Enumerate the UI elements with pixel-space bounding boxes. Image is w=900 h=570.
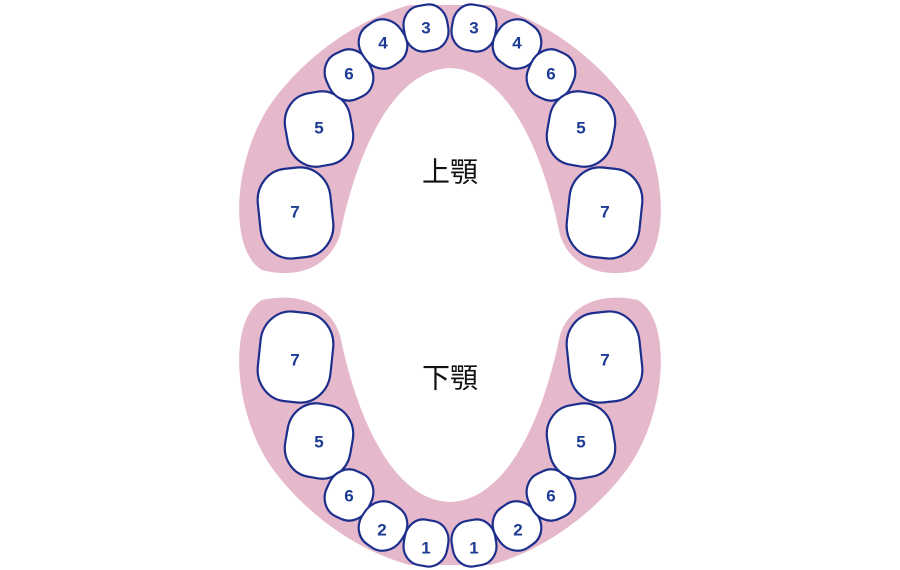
upper-tooth-left-4: 4 [357,18,409,70]
upper-tooth-right-6: 6 [525,48,577,102]
lower-tooth-left-2: 2 [357,500,409,552]
lower-jaw-label: 下顎 [422,362,478,395]
upper-tooth-right-5: 5 [545,90,617,168]
lower-tooth-left-5: 5 [283,402,355,480]
upper-tooth-right-3: 3 [450,3,498,53]
lower-tooth-right-7: 7 [565,310,644,404]
lower-tooth-right-6-crown [525,468,577,522]
upper-tooth-right-6-crown [525,48,577,102]
lower-tooth-left-7: 7 [256,310,335,404]
upper-tooth-left-3: 3 [402,3,450,53]
lower-tooth-left-5-number: 5 [314,433,323,452]
lower-tooth-left-6-number: 6 [344,487,353,506]
lower-tooth-right-5-number: 5 [576,433,585,452]
upper-tooth-left-5-crown [283,90,355,168]
lower-tooth-left-2-crown [357,500,409,552]
upper-tooth-right-7: 7 [565,166,644,260]
lower-tooth-left-1: 1 [402,518,450,568]
upper-tooth-right-3-crown [450,3,498,53]
lower-tooth-left-2-number: 2 [377,521,386,540]
upper-tooth-left-6: 6 [323,48,375,102]
upper-tooth-right-7-crown [565,166,644,260]
lower-tooth-right-1-crown [450,518,498,568]
upper-tooth-left-5: 5 [283,90,355,168]
upper-tooth-left-3-number: 3 [421,19,430,38]
lower-tooth-right-2-number: 2 [513,521,522,540]
lower-tooth-left-7-number: 7 [290,351,299,370]
lower-tooth-right-5-crown [545,402,617,480]
lower-tooth-left-1-crown [402,518,450,568]
upper-tooth-left-4-crown [357,18,409,70]
lower-tooth-left-6: 6 [323,468,375,522]
upper-tooth-left-3-crown [402,3,450,53]
lower-tooth-left-1-number: 1 [421,539,430,558]
upper-tooth-right-5-number: 5 [576,119,585,138]
upper-tooth-right-7-number: 7 [600,203,609,222]
upper-tooth-left-6-number: 6 [344,65,353,84]
lower-tooth-right-7-number: 7 [600,351,609,370]
upper-jaw: 7 5 6 4 3 3 4 6 [239,3,661,274]
lower-tooth-right-6: 6 [525,468,577,522]
lower-tooth-right-1: 1 [450,518,498,568]
lower-tooth-right-5: 5 [545,402,617,480]
lower-tooth-right-1-number: 1 [469,539,478,558]
lower-tooth-right-7-crown [565,310,644,404]
upper-tooth-left-6-crown [323,48,375,102]
upper-jaw-label: 上顎 [422,156,478,189]
lower-tooth-left-5-crown [283,402,355,480]
lower-tooth-left-7-crown [256,310,335,404]
upper-tooth-left-5-number: 5 [314,119,323,138]
upper-tooth-right-3-number: 3 [469,19,478,38]
upper-tooth-right-4-number: 4 [512,34,522,53]
lower-tooth-left-6-crown [323,468,375,522]
lower-tooth-right-6-number: 6 [546,487,555,506]
upper-tooth-right-6-number: 6 [546,65,555,84]
upper-tooth-right-5-crown [545,90,617,168]
upper-tooth-left-7-number: 7 [290,203,299,222]
upper-tooth-left-7: 7 [256,166,335,260]
upper-tooth-left-7-crown [256,166,335,260]
upper-tooth-left-4-number: 4 [378,34,388,53]
lower-jaw: 7 5 6 2 1 1 2 6 [239,297,661,568]
